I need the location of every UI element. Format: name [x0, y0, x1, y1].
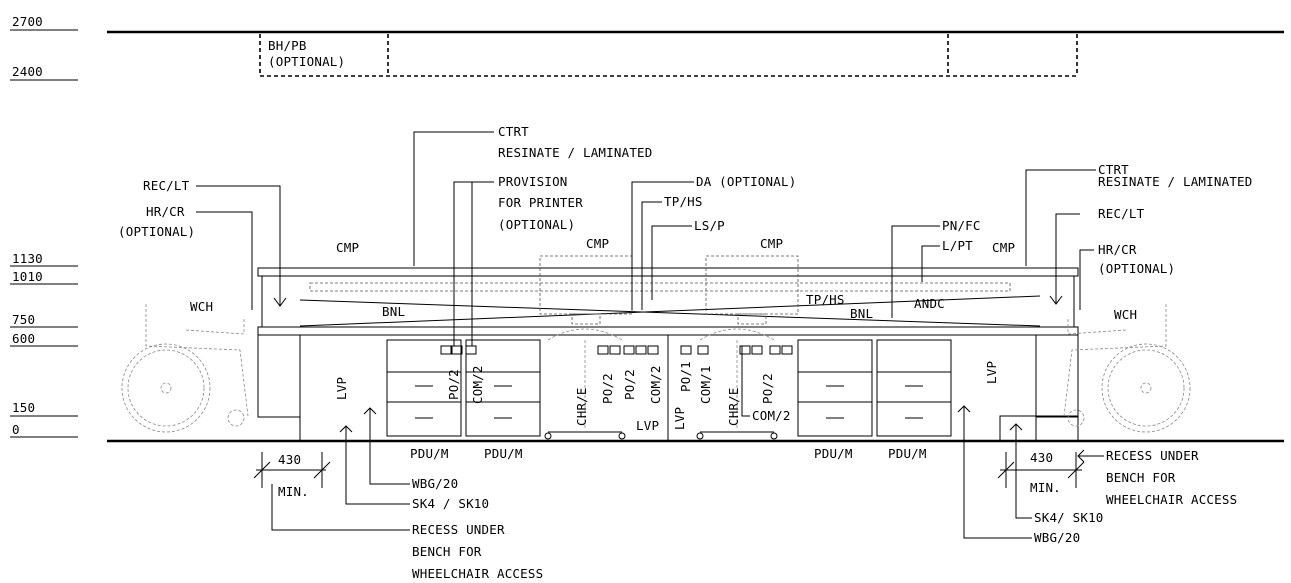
lvp-label-2: LVP [636, 418, 659, 433]
sk-right-label: SK4/ SK10 [1034, 510, 1104, 525]
equipment-labels: CMP CMP CMP CMP WCH WCH BNL BNL TP/HS AN… [190, 236, 1137, 461]
lvp-label-4: LVP [984, 361, 999, 384]
dim-430-left: 430 [278, 452, 301, 467]
cmp-label-4: CMP [992, 240, 1015, 255]
recess-right-label-1: RECESS UNDER [1106, 448, 1199, 463]
lvp-label-1: LVP [334, 377, 349, 400]
po2-label-3: PO/2 [622, 369, 637, 400]
drawer-unit-2 [465, 339, 541, 437]
cmp-label-3: CMP [760, 236, 783, 251]
wbg-right-label: WBG/20 [1034, 530, 1080, 545]
overhead-shelf [257, 267, 1079, 330]
bnl-right-label: BNL [850, 306, 873, 321]
com2-callout-label: COM/2 [752, 408, 791, 423]
pdu-m-label-4: PDU/M [888, 446, 927, 461]
po2-label-1: PO/2 [446, 369, 461, 400]
callout-labels: CTRT RESINATE / LAMINATED REC/LT HR/CR (… [118, 124, 1253, 276]
hr-cr-left-label: HR/CR [146, 204, 185, 219]
recess-left-label-2: BENCH FOR [412, 544, 482, 559]
ctrt-top-label: CTRT [498, 124, 529, 139]
ctrt-right-sub-label: RESINATE / LAMINATED [1098, 174, 1253, 189]
da-label: DA (OPTIONAL) [696, 174, 796, 189]
recess-right-label-2: BENCH FOR [1106, 470, 1176, 485]
level-0: 0 [12, 422, 20, 437]
rec-lt-left-label: REC/LT [143, 178, 190, 193]
wch-right-label: WCH [1114, 307, 1137, 322]
bh-pb-label: BH/PB [268, 38, 307, 53]
drawer-unit-3 [797, 339, 873, 437]
level-2700: 2700 [12, 14, 43, 29]
min-right-label: MIN. [1030, 480, 1061, 495]
ceiling-bulkhead: BH/PB (OPTIONAL) [107, 30, 1284, 77]
bottom-callouts-right: 430 MIN. RECESS UNDER BENCH FOR WHEELCHA… [957, 405, 1237, 545]
pdu-m-label-1: PDU/M [410, 446, 449, 461]
level-600: 600 [12, 331, 35, 346]
leader-lines [196, 131, 1096, 346]
tp-hs-mid-label: TP/HS [806, 292, 845, 307]
ls-p-label: LS/P [694, 218, 725, 233]
worktop [257, 295, 1079, 336]
ctrt-right-label: CTRT [1098, 162, 1129, 177]
chr-e-label-1: CHR/E [574, 387, 589, 426]
dim-430-right: 430 [1030, 450, 1053, 465]
ctrt-top-sub-label: RESINATE / LAMINATED [498, 145, 653, 160]
level-markers: 2700 2400 1130 1010 750 600 150 0 [10, 14, 78, 438]
computer-monitors [539, 255, 799, 325]
level-750: 750 [12, 312, 35, 327]
pdu-m-label-2: PDU/M [484, 446, 523, 461]
level-2400: 2400 [12, 64, 43, 79]
po2-label-2: PO/2 [600, 373, 615, 404]
hr-cr-right-label: HR/CR [1098, 242, 1137, 257]
bnl-left-label: BNL [382, 304, 405, 319]
rec-lt-right-label: REC/LT [1098, 206, 1145, 221]
recess-left-label-1: RECESS UNDER [412, 522, 505, 537]
wbg-left-label: WBG/20 [412, 476, 458, 491]
level-1010: 1010 [12, 269, 43, 284]
drawer-unit-4 [876, 339, 952, 437]
bench-end-panels [257, 334, 1079, 442]
hr-cr-left-optional-label: (OPTIONAL) [118, 224, 195, 239]
lvp-label-3: LVP [672, 407, 687, 430]
drawer-unit-1 [386, 339, 462, 437]
recess-right-label-3: WHEELCHAIR ACCESS [1106, 492, 1237, 507]
level-1130: 1130 [12, 251, 43, 266]
cmp-label-1: CMP [336, 240, 359, 255]
l-pt-label: L/PT [942, 238, 973, 253]
pdu-m-label-3: PDU/M [814, 446, 853, 461]
power-data-outlets [440, 345, 793, 355]
bottom-callouts-left: 430 MIN. WBG/20 SK4 / SK10 RECESS UNDER … [253, 407, 543, 581]
com2-label-2: COM/2 [648, 365, 663, 404]
bh-pb-optional-label: (OPTIONAL) [268, 54, 345, 69]
com2-label-1: COM/2 [470, 365, 485, 404]
provision-optional-label: (OPTIONAL) [498, 217, 575, 232]
task-chairs [544, 328, 778, 440]
provision-label: PROVISION [498, 174, 568, 189]
hr-cr-right-optional-label: (OPTIONAL) [1098, 261, 1175, 276]
chr-e-label-2: CHR/E [726, 387, 741, 426]
com1-label: COM/1 [698, 365, 713, 404]
min-left-label: MIN. [278, 484, 309, 499]
wheelchair-left [121, 304, 249, 433]
provision-printer-label: FOR PRINTER [498, 195, 583, 210]
po1-label: PO/1 [678, 361, 693, 392]
cmp-label-2: CMP [586, 236, 609, 251]
tp-hs-top-label: TP/HS [664, 194, 703, 209]
recess-left-label-3: WHEELCHAIR ACCESS [412, 566, 543, 581]
wch-left-label: WCH [190, 299, 213, 314]
pn-fc-label: PN/FC [942, 218, 981, 233]
wheelchair-right [1063, 304, 1191, 433]
andc-label: ANDC [914, 296, 945, 311]
sk-left-label: SK4 / SK10 [412, 496, 489, 511]
level-150: 150 [12, 400, 35, 415]
po2-label-4: PO/2 [760, 373, 775, 404]
pedestal-drawers [386, 339, 952, 437]
